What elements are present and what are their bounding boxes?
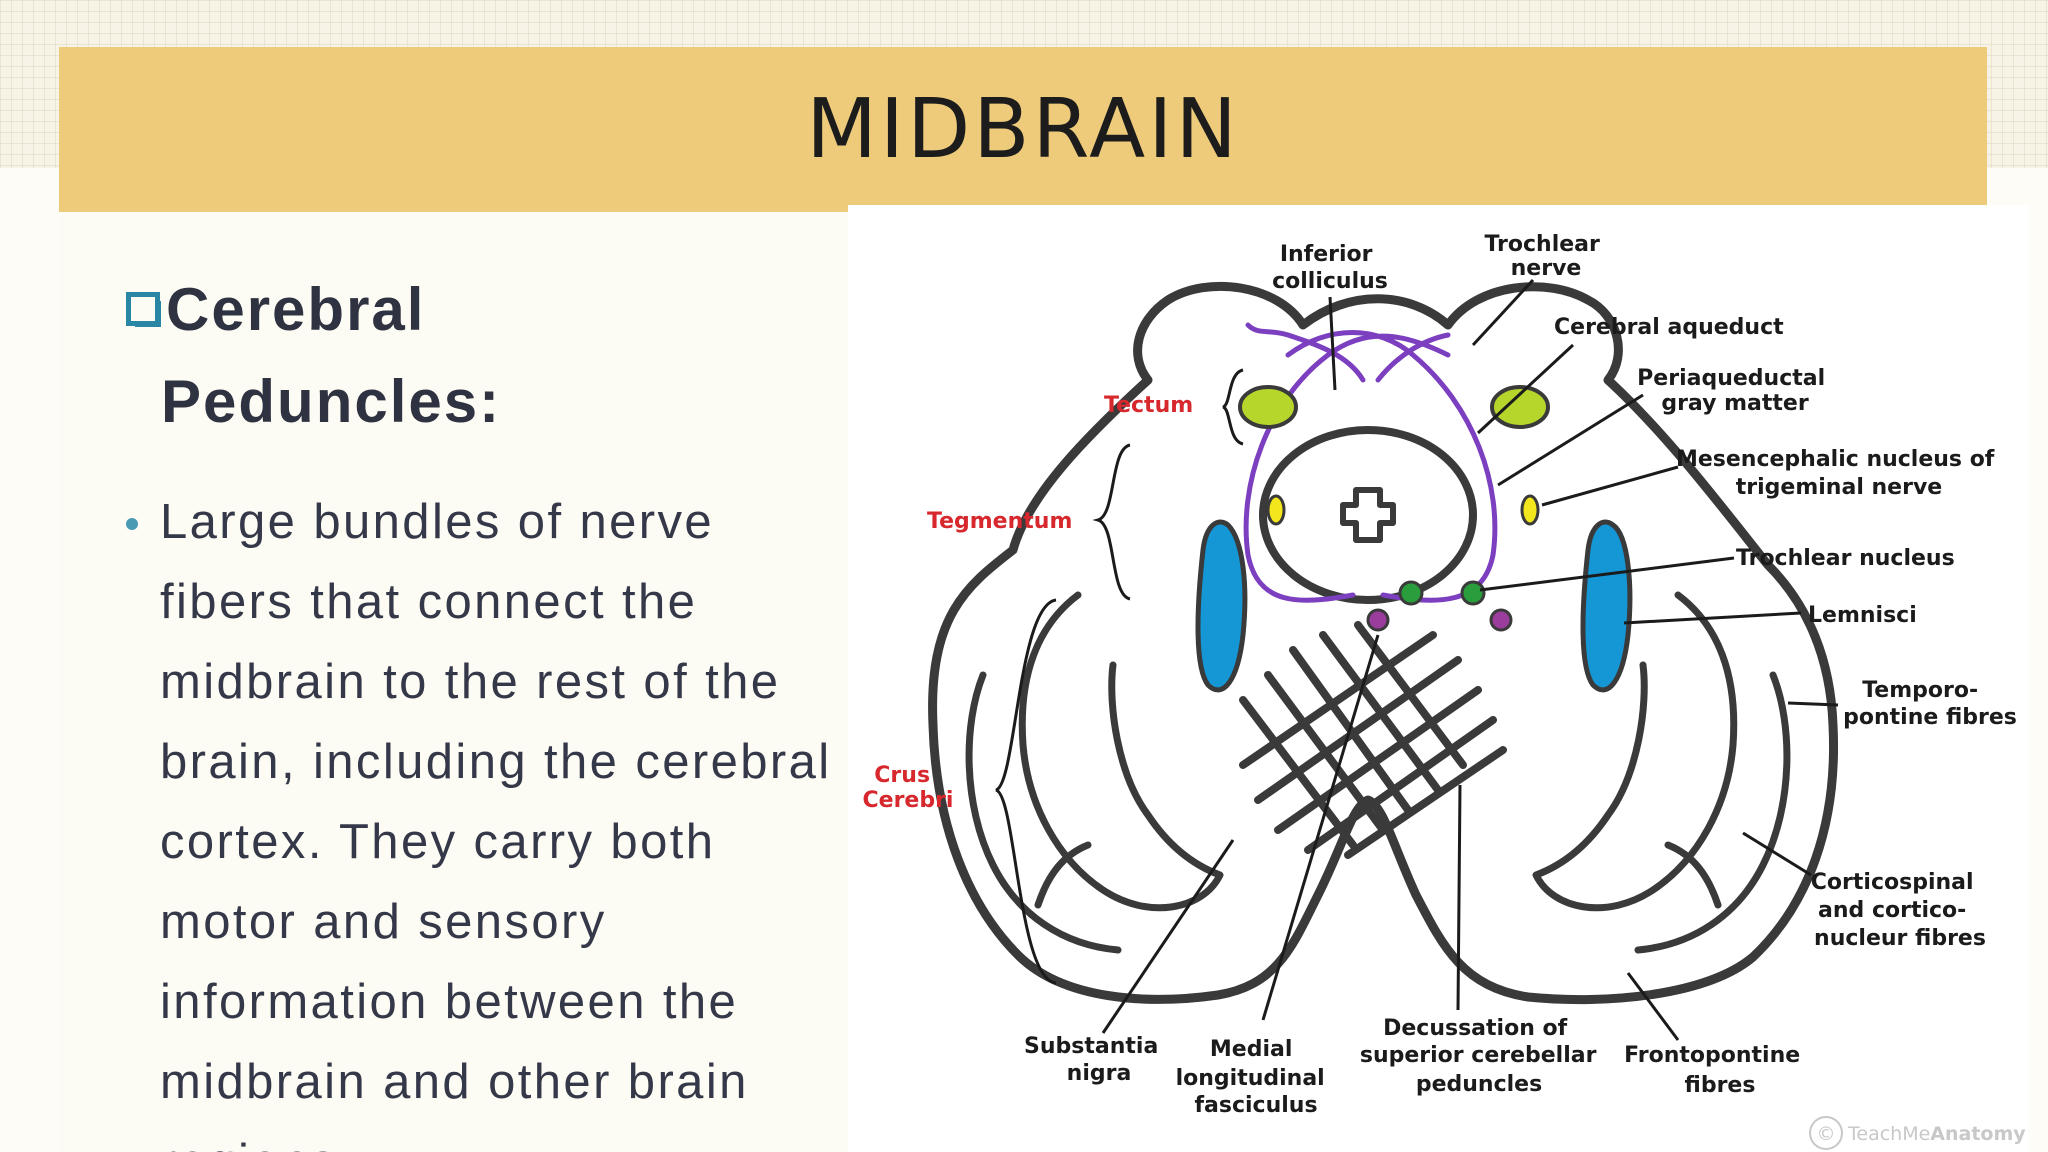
tegmentum-bracket <box>1092 443 1131 601</box>
label-crus-cerebri: Crus Cerebri <box>863 763 954 813</box>
mesencephalic-nucleus-right <box>1520 494 1540 526</box>
leader-periaqueductal <box>1497 393 1644 487</box>
right-crus-inner <box>1532 591 1738 912</box>
section-heading: Cerebral Peduncles: <box>126 264 826 448</box>
trochlear-nucleus-left <box>1398 580 1424 606</box>
watermark-text: TeachMeAnatomy <box>1847 1123 2026 1145</box>
text-panel: Cerebral Peduncles: Large bundles of ner… <box>59 212 849 1152</box>
label-cerebral-aqueduct: Cerebral aqueduct <box>1554 315 1784 340</box>
lemniscus-left <box>1195 519 1248 693</box>
inferior-colliculus-left <box>1238 385 1298 429</box>
lemniscus-right <box>1580 519 1633 693</box>
checkbox-bullet-icon <box>126 292 161 327</box>
cerebral-aqueduct-shape <box>1340 487 1396 543</box>
slide-title: MIDBRAIN <box>806 82 1240 177</box>
bullet-dot-icon <box>126 518 138 530</box>
leader-medial-longitudinal <box>1261 634 1380 1021</box>
leader-frontopontine <box>1626 972 1680 1041</box>
leader-substantia <box>1101 839 1235 1034</box>
right-crus-hook <box>1664 841 1722 909</box>
tectum-bracket <box>1222 368 1244 446</box>
substantia-dot-right <box>1489 608 1513 632</box>
leader-mesencephalic <box>1541 465 1679 507</box>
substantia-dot-left <box>1366 608 1390 632</box>
left-crus-outer <box>965 671 1122 954</box>
diagram-panel: Inferior colliculus Trochlear nerve Cere… <box>848 205 2028 1152</box>
label-corticospinal: Corticospinal and cortico- nucleur fibre… <box>1811 870 1986 951</box>
label-trochlear-nerve: Trochlear nerve <box>1484 232 1607 281</box>
label-medial-longitudinal: Medial longitudinal fasciculus <box>1176 1037 1333 1118</box>
periaqueductal-oval <box>1259 426 1477 604</box>
decussation-hatch <box>1239 621 1507 859</box>
title-bar: MIDBRAIN <box>59 47 1987 212</box>
crus-bracket <box>990 598 1057 985</box>
leader-corticospinal <box>1742 831 1812 877</box>
right-crus-outer <box>1634 671 1791 954</box>
trochlear-nerve-path <box>1243 322 1498 603</box>
label-lemnisci: Lemnisci <box>1808 603 1917 628</box>
mesencephalic-nucleus-left <box>1266 494 1286 526</box>
label-tegmentum: Tegmentum <box>927 509 1072 534</box>
label-frontopontine: Frontopontine fibres <box>1624 1043 1808 1098</box>
label-temporo: Temporo- pontine fibres <box>1843 678 2017 730</box>
copyright-icon <box>1809 1116 1843 1150</box>
label-decussation: Decussation of superior cerebellar pedun… <box>1360 1016 1604 1097</box>
label-tectum: Tectum <box>1104 393 1193 418</box>
copyright-symbol: © <box>1817 1123 1836 1145</box>
label-inferior-colliculus: Inferior colliculus <box>1272 242 1388 294</box>
midbrain-outline <box>928 281 1839 1005</box>
leader-decussation <box>1456 784 1462 1011</box>
inferior-colliculus-right <box>1490 385 1550 429</box>
left-crus-hook <box>1034 841 1092 909</box>
heading-line-2: Peduncles: <box>161 368 502 435</box>
leader-lemnisci <box>1623 611 1802 625</box>
label-substantia: Substantia nigra <box>1024 1034 1166 1086</box>
leader-trochlear-nerve <box>1471 278 1535 347</box>
label-mesencephalic: Mesencephalic nucleus of trigeminal nerv… <box>1676 447 2002 500</box>
left-crus-inner <box>1018 591 1224 912</box>
leader-temporo <box>1787 701 1839 707</box>
leader-cerebral-aqueduct <box>1476 343 1575 435</box>
heading-line-1: Cerebral <box>126 264 826 356</box>
label-periaqueductal: Periaqueductal gray matter <box>1637 366 1833 416</box>
bullet-text: Large bundles of nerve fibers that conne… <box>160 495 832 1152</box>
trochlear-nucleus-right <box>1460 580 1486 606</box>
label-trochlear-nucleus: Trochlear nucleus <box>1736 546 1955 571</box>
leader-inferior-colliculus <box>1328 296 1337 391</box>
leader-trochlear-nucleus <box>1479 556 1735 592</box>
heading-text-1: Cerebral <box>166 276 426 343</box>
midbrain-diagram: Inferior colliculus Trochlear nerve Cere… <box>863 232 2026 1150</box>
